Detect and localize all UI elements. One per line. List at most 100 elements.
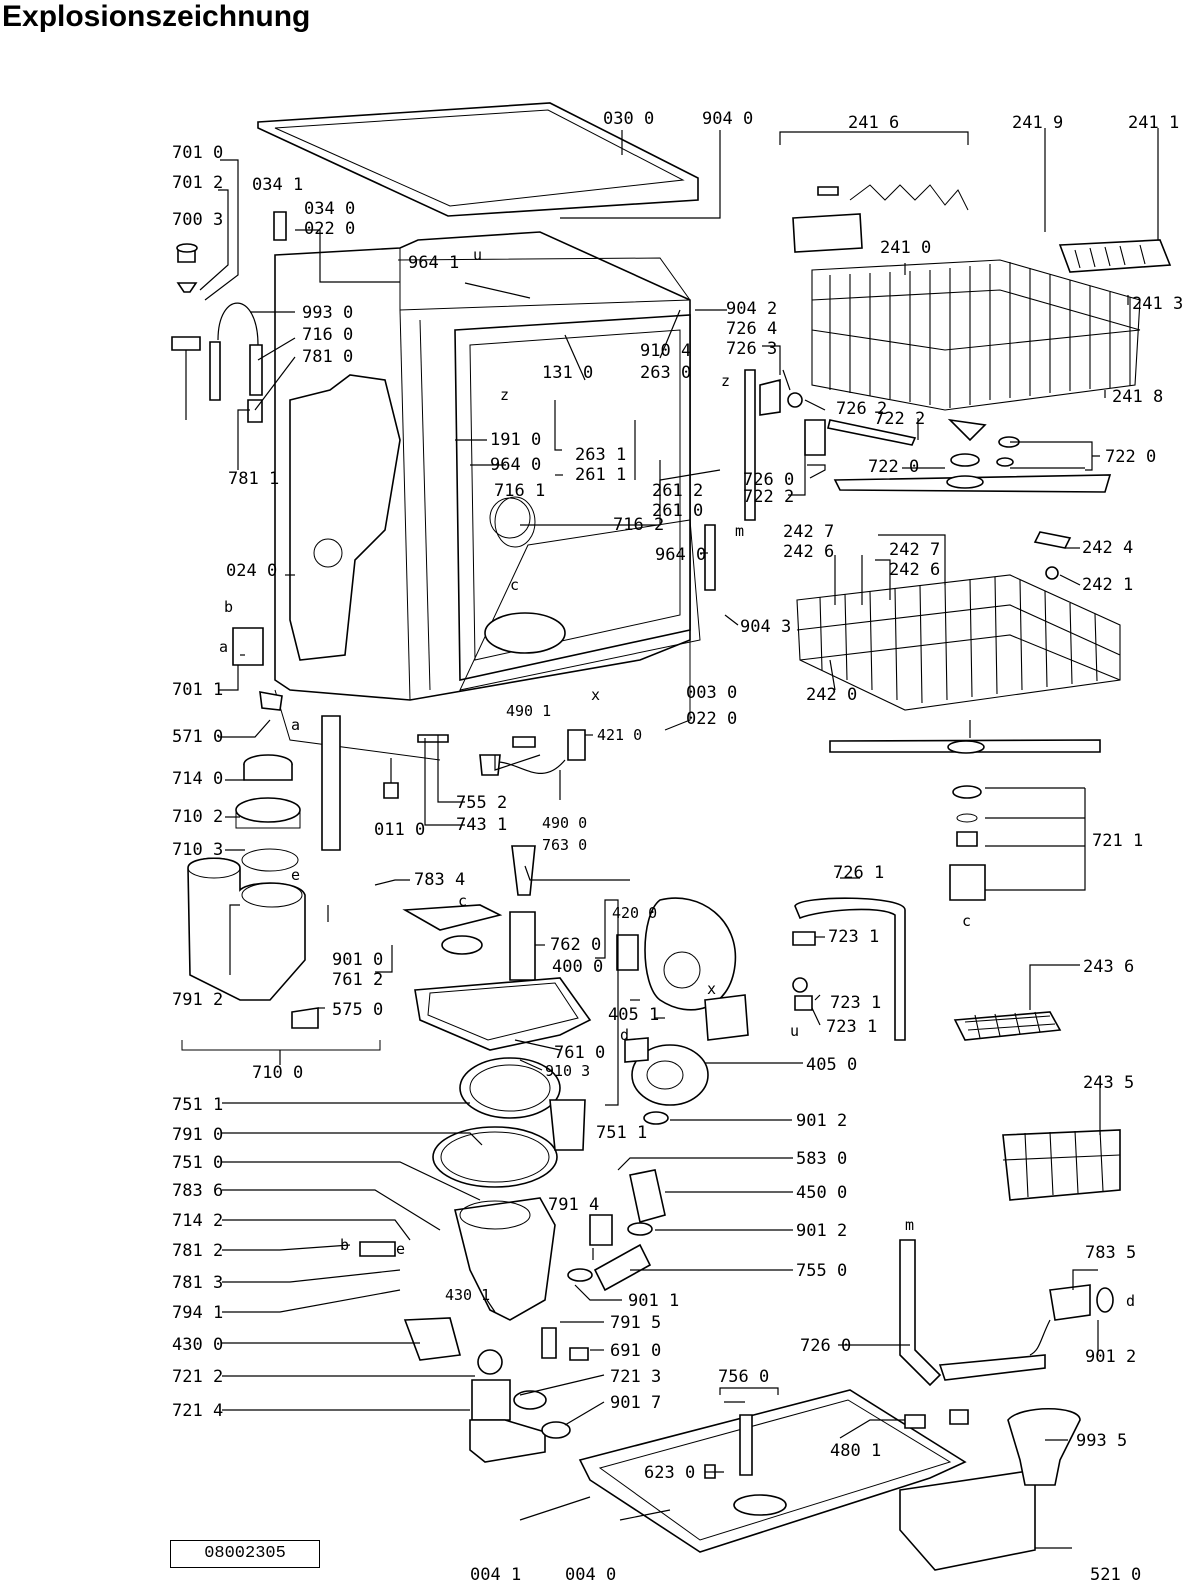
- label-583-0: 583 0: [796, 1149, 847, 1169]
- label-714-0: 714 0: [172, 769, 223, 789]
- label-024-0: 024 0: [226, 561, 277, 581]
- label-910-4: 910 4: [640, 341, 691, 361]
- base-tray-part: [578, 1389, 1036, 1571]
- label-726-0-b: 726 0: [800, 1336, 851, 1356]
- label-723-1-c: 723 1: [826, 1017, 877, 1037]
- letter-e-hose: e: [396, 1240, 405, 1258]
- letter-b-hose: b: [340, 1236, 349, 1254]
- label-910-3: 910 3: [545, 1062, 590, 1080]
- label-755-0: 755 0: [796, 1261, 847, 1281]
- letter-e-softener: e: [291, 866, 300, 884]
- label-722-2-b: 722 2: [743, 487, 794, 507]
- label-783-6: 783 6: [172, 1181, 223, 1201]
- label-691-0: 691 0: [610, 1341, 661, 1361]
- label-242-7-b: 242 7: [889, 540, 940, 560]
- left-hose-parts: [171, 211, 399, 851]
- label-756-0: 756 0: [718, 1367, 769, 1387]
- label-034-0: 034 0: [304, 199, 355, 219]
- lower-basket-part: [796, 531, 1121, 711]
- label-490-0: 490 0: [542, 814, 587, 832]
- label-714-2: 714 2: [172, 1211, 223, 1231]
- letter-x-tub: x: [591, 686, 600, 704]
- letter-b-left: b: [224, 598, 233, 616]
- label-751-1-b: 751 1: [596, 1123, 647, 1143]
- label-700-3: 700 3: [172, 210, 223, 230]
- label-242-6-b: 242 6: [889, 560, 940, 580]
- label-763-0: 763 0: [542, 836, 587, 854]
- leader-lines: [199, 128, 1159, 1549]
- label-030-0: 030 0: [603, 109, 654, 129]
- label-721-3: 721 3: [610, 1367, 661, 1387]
- label-571-0: 571 0: [172, 727, 223, 747]
- label-430-0: 430 0: [172, 1335, 223, 1355]
- connector-letters: u z z m b a a c x e c x d u c b e m d: [219, 246, 1135, 1310]
- label-716-0: 716 0: [302, 325, 353, 345]
- pump-motor-part: [417, 729, 749, 1361]
- letter-a-valve: a: [291, 716, 300, 734]
- label-993-0: 993 0: [302, 303, 353, 323]
- label-721-1: 721 1: [1092, 831, 1143, 851]
- letter-d-pump: d: [620, 1026, 629, 1044]
- label-701-2: 701 2: [172, 173, 223, 193]
- label-751-1-a: 751 1: [172, 1095, 223, 1115]
- letter-m-hinge: m: [735, 522, 744, 540]
- label-722-2-a: 722 2: [874, 409, 925, 429]
- label-722-0-a: 722 0: [1105, 447, 1156, 467]
- label-191-0: 191 0: [490, 430, 541, 450]
- label-241-3: 241 3: [1132, 294, 1182, 314]
- label-761-0: 761 0: [554, 1043, 605, 1063]
- letter-m-right: m: [905, 1216, 914, 1234]
- label-723-1-b: 723 1: [830, 993, 881, 1013]
- label-131-0: 131 0: [542, 363, 593, 383]
- letter-d-right: d: [1126, 1292, 1135, 1310]
- label-710-2: 710 2: [172, 807, 223, 827]
- letter-u-top: u: [473, 246, 482, 264]
- right-hoses-part: [792, 897, 1114, 1486]
- label-761-2: 761 2: [332, 970, 383, 990]
- upper-basket-part: [811, 239, 1172, 411]
- label-783-4: 783 4: [414, 870, 465, 890]
- label-762-0: 762 0: [550, 935, 601, 955]
- label-901-0: 901 0: [332, 950, 383, 970]
- letter-a-left: a: [219, 638, 228, 656]
- label-901-2-a: 901 2: [796, 1111, 847, 1131]
- label-794-1: 794 1: [172, 1303, 223, 1323]
- label-261-1: 261 1: [575, 465, 626, 485]
- label-242-6-a: 242 6: [783, 542, 834, 562]
- label-726-2: 726 2: [836, 399, 887, 419]
- drawing-number-box: 08002305: [170, 1540, 320, 1568]
- cutlery-basket-part: [953, 1011, 1121, 1201]
- label-241-6: 241 6: [848, 113, 899, 133]
- label-405-0: 405 0: [806, 1055, 857, 1075]
- label-241-8: 241 8: [1112, 387, 1163, 407]
- label-781-1: 781 1: [228, 469, 279, 489]
- letter-u-right: u: [790, 1022, 799, 1040]
- label-726-4: 726 4: [726, 319, 777, 339]
- label-623-0: 623 0: [644, 1463, 695, 1483]
- label-480-1: 480 1: [830, 1441, 881, 1461]
- label-721-4: 721 4: [172, 1401, 223, 1421]
- label-003-0: 003 0: [686, 683, 737, 703]
- label-241-9: 241 9: [1012, 113, 1063, 133]
- label-791-4: 791 4: [548, 1195, 599, 1215]
- label-242-4: 242 4: [1082, 538, 1133, 558]
- label-034-1: 034 1: [252, 175, 303, 195]
- label-722-0-b: 722 0: [868, 457, 919, 477]
- label-243-6: 243 6: [1083, 957, 1134, 977]
- top-cover-part: [257, 102, 699, 217]
- letter-c-sprayarm: c: [962, 912, 971, 930]
- label-904-0: 904 0: [702, 109, 753, 129]
- part-number-labels: 030 0 904 0 241 6 241 9 241 1 701 0 701 …: [172, 109, 1182, 1585]
- label-242-0: 242 0: [806, 685, 857, 705]
- label-011-0: 011 0: [374, 820, 425, 840]
- label-701-1: 701 1: [172, 680, 223, 700]
- label-004-1: 004 1: [470, 1565, 521, 1585]
- label-420-0: 420 0: [612, 904, 657, 922]
- spray-arms-part: [827, 418, 1112, 901]
- label-904-2: 904 2: [726, 299, 777, 319]
- label-242-7-a: 242 7: [783, 522, 834, 542]
- label-701-0: 701 0: [172, 143, 223, 163]
- label-904-3: 904 3: [740, 617, 791, 637]
- label-716-2: 716 2: [613, 515, 664, 535]
